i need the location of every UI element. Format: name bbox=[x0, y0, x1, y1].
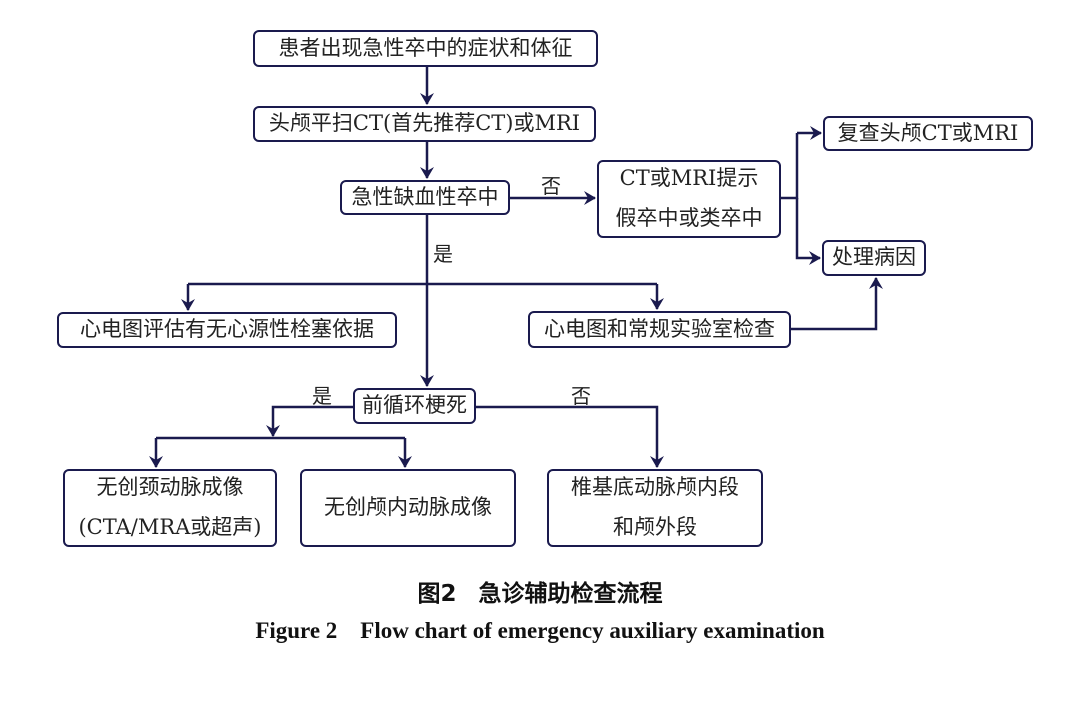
node-treat-cause-text: 处理病因 bbox=[832, 245, 916, 270]
node-anterior-infarct: 前循环梗死 bbox=[353, 388, 476, 424]
edge-pseudo-to-treat bbox=[795, 198, 821, 265]
node-recheck-ct-text: 复查头颅CT或MRI bbox=[837, 120, 1019, 145]
node-anterior-infarct-text: 前循环梗死 bbox=[362, 393, 467, 418]
edge-label-ischemic-no: 否 bbox=[541, 174, 561, 198]
figure-caption-chinese: 图2 急诊辅助检查流程 bbox=[417, 581, 663, 607]
node-ecg-embolism: 心电图评估有无心源性栓塞依据 bbox=[57, 312, 397, 348]
node-vertebrobasilar-line1: 椎基底动脉颅内段 bbox=[571, 475, 739, 500]
node-intracranial-imaging: 无创颅内动脉成像 bbox=[300, 469, 516, 547]
edge-label-ischemic-yes: 是 bbox=[433, 242, 453, 266]
node-pseudo-stroke-line2: 假卒中或类卒中 bbox=[615, 206, 763, 230]
edge-anterior-no-to-vertebro bbox=[476, 405, 664, 468]
node-ct-scan-text: 头颅平扫CT(首先推荐CT)或MRI bbox=[268, 111, 581, 136]
node-carotid-imaging-line1: 无创颈动脉成像 bbox=[96, 475, 244, 500]
node-symptoms: 患者出现急性卒中的症状和体征 bbox=[253, 30, 598, 67]
edge-anterior-yes bbox=[266, 405, 353, 437]
edge-pseudo-split bbox=[781, 133, 799, 200]
node-vertebrobasilar: 椎基底动脉颅内段 和颅外段 bbox=[547, 469, 763, 547]
node-intracranial-imaging-text: 无创颅内动脉成像 bbox=[324, 495, 492, 520]
node-symptoms-text: 患者出现急性卒中的症状和体征 bbox=[278, 35, 573, 60]
node-carotid-imaging: 无创颈动脉成像 (CTA/MRA或超声) bbox=[63, 469, 277, 547]
node-pseudo-stroke-line1: CT或MRI提示 bbox=[619, 166, 759, 191]
edge-label-anterior-yes: 是 bbox=[312, 384, 332, 408]
node-vertebrobasilar-line2: 和颅外段 bbox=[613, 515, 697, 539]
edge-label-anterior-no: 否 bbox=[571, 384, 591, 408]
node-recheck-ct: 复查头颅CT或MRI bbox=[823, 116, 1033, 151]
node-ct-scan: 头颅平扫CT(首先推荐CT)或MRI bbox=[253, 106, 596, 142]
figure-caption-english: Figure 2 Flow chart of emergency auxilia… bbox=[255, 618, 825, 643]
node-ischemic-stroke-text: 急性缺血性卒中 bbox=[351, 184, 499, 209]
node-ischemic-stroke: 急性缺血性卒中 bbox=[340, 180, 510, 215]
node-ecg-lab-text: 心电图和常规实验室检查 bbox=[544, 316, 775, 341]
node-treat-cause: 处理病因 bbox=[822, 240, 926, 276]
node-ecg-lab: 心电图和常规实验室检查 bbox=[528, 311, 791, 348]
node-pseudo-stroke: CT或MRI提示 假卒中或类卒中 bbox=[597, 160, 781, 238]
node-ecg-embolism-text: 心电图评估有无心源性栓塞依据 bbox=[80, 317, 374, 342]
edge-ecg-lab-to-treat bbox=[791, 277, 883, 331]
node-carotid-imaging-line2: (CTA/MRA或超声) bbox=[78, 515, 262, 539]
